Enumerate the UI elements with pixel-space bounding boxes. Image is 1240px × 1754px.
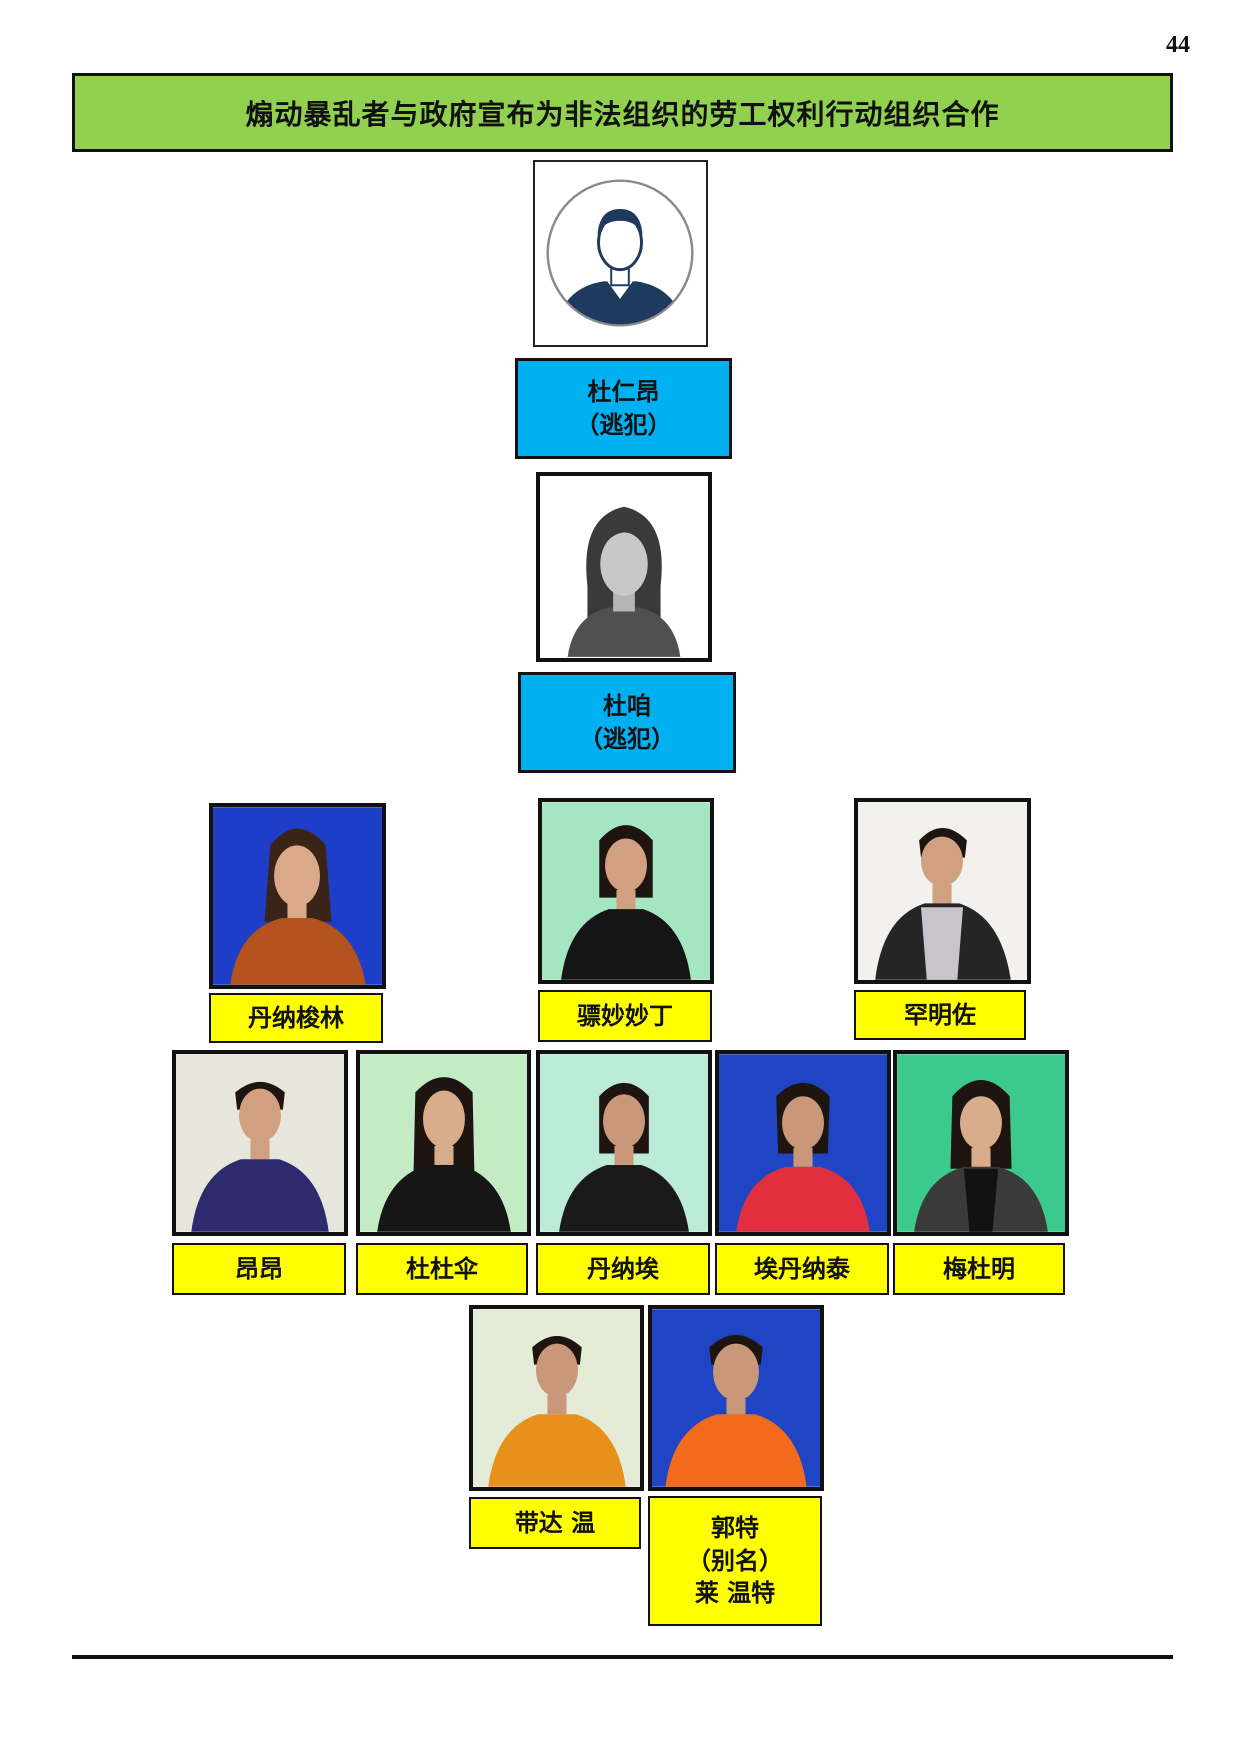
leader-name: 杜咱 [603, 692, 651, 721]
leader-status: （逃犯） [575, 410, 672, 439]
member-label: 丹纳埃 [536, 1243, 710, 1295]
leader-label-1: 杜仁昂 （逃犯） [515, 358, 732, 459]
member-name: 郭特 [711, 1514, 759, 1543]
leader-label-2: 杜咱 （逃犯） [518, 672, 736, 773]
leader-name: 杜仁昂 [587, 378, 660, 407]
member-label: 丹纳梭林 [209, 993, 383, 1043]
page-number: 44 [1166, 32, 1190, 58]
member-label: 埃丹纳泰 [715, 1243, 889, 1295]
member-label: 骠妙妙丁 [538, 990, 712, 1042]
leader-status: （逃犯） [579, 724, 675, 753]
member-photo [648, 1305, 824, 1491]
member-label: 杜杜伞 [356, 1243, 528, 1295]
member-label: 昂昂 [172, 1243, 346, 1295]
member-photo [172, 1050, 348, 1236]
member-photo [854, 798, 1031, 984]
member-label: 罕明佐 [854, 990, 1026, 1040]
page-title-banner: 煽动暴乱者与政府宣布为非法组织的劳工权利行动组织合作 [72, 73, 1173, 152]
alias-label: （别名） [687, 1546, 783, 1575]
footer-divider [72, 1655, 1173, 1659]
member-photo [893, 1050, 1069, 1236]
member-photo [469, 1305, 644, 1491]
member-label: 带达 温 [469, 1497, 641, 1549]
member-photo [209, 803, 386, 989]
member-label-with-alias: 郭特 （别名） 莱 温特 [648, 1496, 822, 1626]
female-avatar-icon [536, 472, 712, 662]
member-photo [715, 1050, 891, 1236]
member-photo [536, 1050, 712, 1236]
page-title: 煽动暴乱者与政府宣布为非法组织的劳工权利行动组织合作 [245, 97, 1000, 131]
member-photo [538, 798, 714, 984]
member-photo [356, 1050, 531, 1236]
male-avatar-icon [533, 160, 708, 347]
member-label: 梅杜明 [893, 1243, 1065, 1295]
alias-name: 莱 温特 [694, 1579, 776, 1608]
